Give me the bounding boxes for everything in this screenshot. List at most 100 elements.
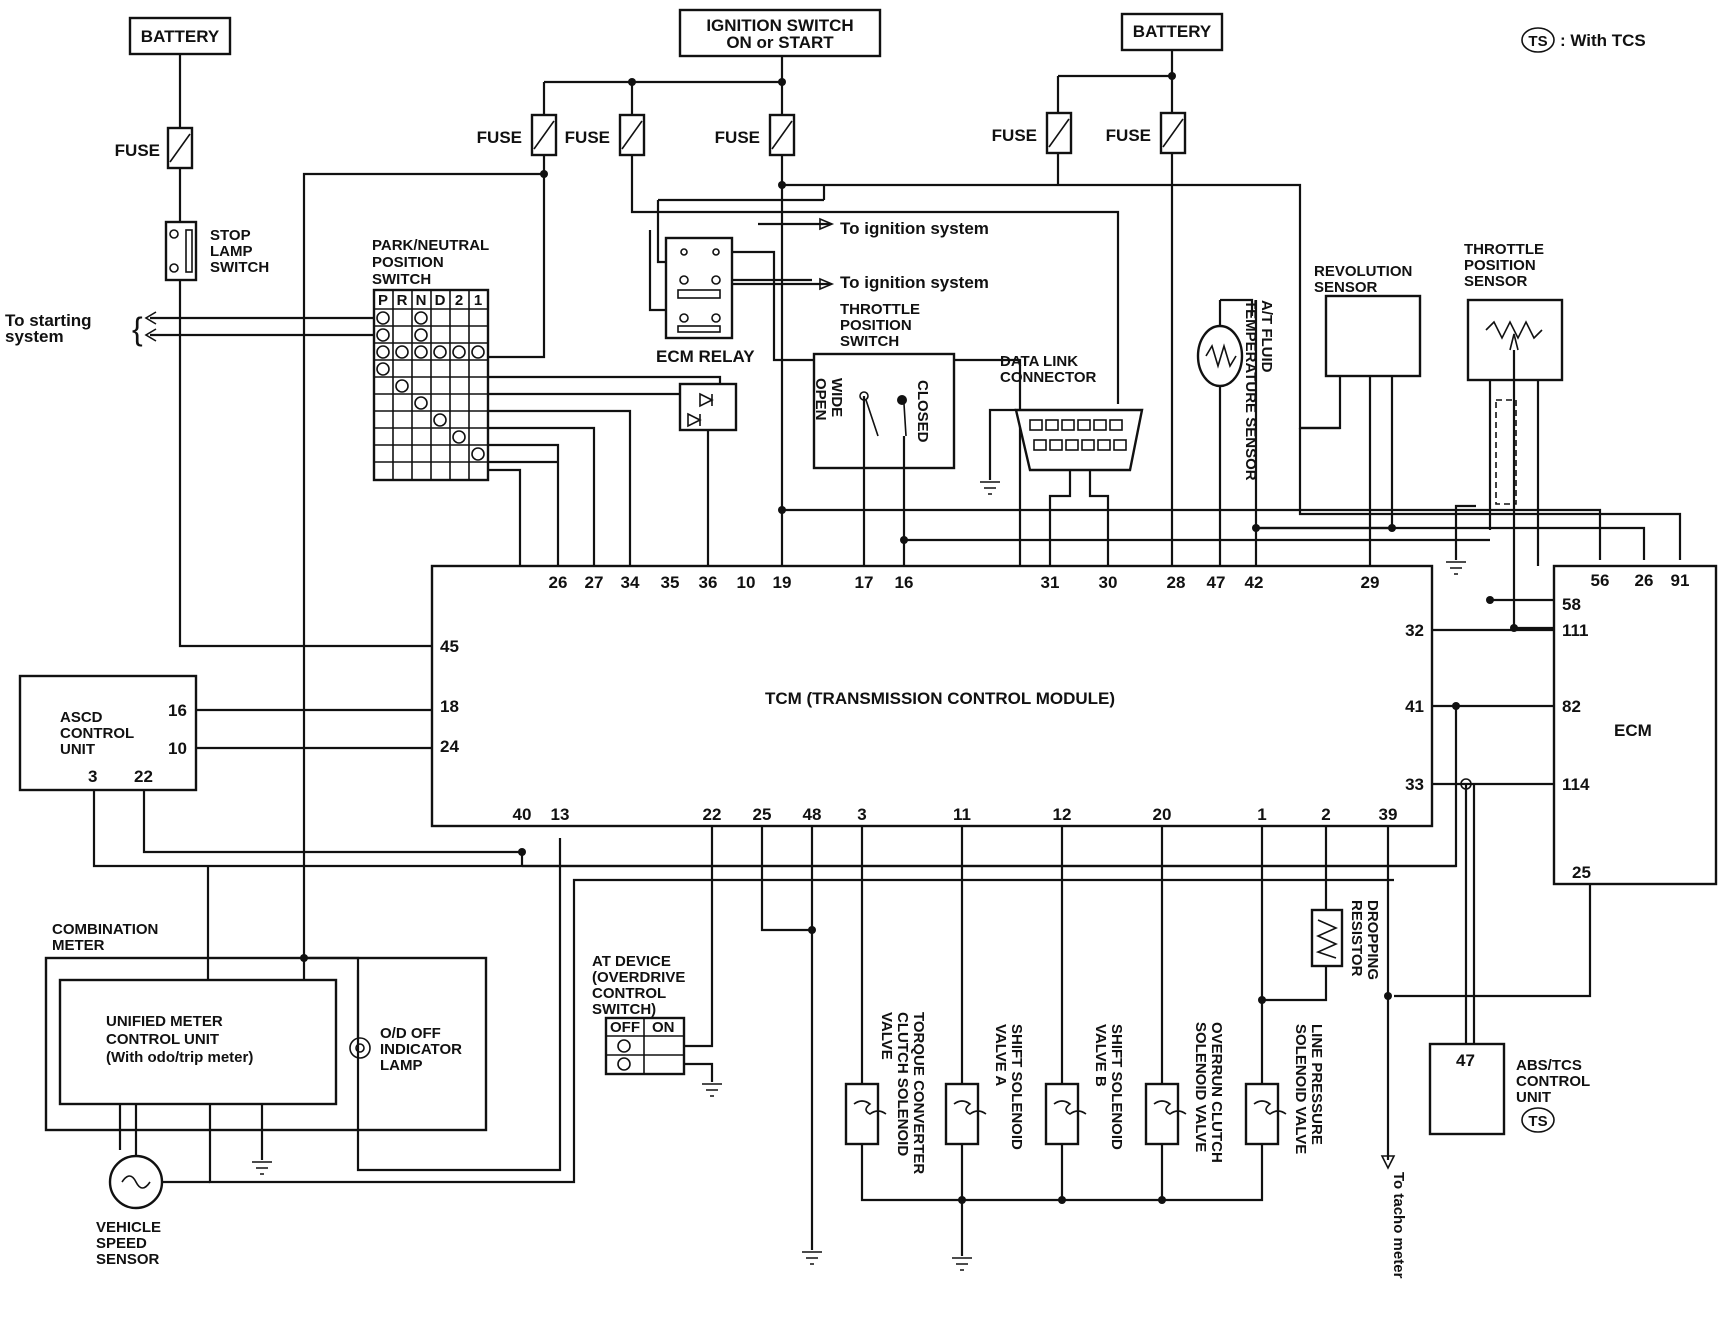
solenoid-torque-converter: TORQUE CONVERTER CLUTCH SOLENOID VALVE <box>844 1012 927 1174</box>
svg-text:CONTROL: CONTROL <box>592 985 666 1002</box>
svg-text:ECM RELAY: ECM RELAY <box>656 347 755 366</box>
battery-left: BATTERY <box>128 16 232 56</box>
svg-text:ON: ON <box>652 1019 675 1036</box>
svg-text:THROTTLE: THROTTLE <box>840 301 920 318</box>
combination-meter: COMBINATION METER UNIFIED METER CONTROL … <box>44 838 1394 1184</box>
ignition-switch: IGNITION SWITCH ON or START <box>678 8 882 58</box>
tcm-bottom-pins: 40 13 22 25 48 3 11 12 20 1 2 39 <box>513 805 1398 824</box>
svg-text:CONNECTOR: CONNECTOR <box>1000 369 1097 386</box>
svg-text:SENSOR: SENSOR <box>96 1251 160 1268</box>
svg-text:UNIFIED METER: UNIFIED METER <box>106 1013 223 1030</box>
svg-text:DATA LINK: DATA LINK <box>1000 353 1078 370</box>
svg-text:17: 17 <box>855 573 874 592</box>
svg-text:POSITION: POSITION <box>372 254 444 271</box>
svg-text:RESISTOR: RESISTOR <box>1348 900 1365 977</box>
fuse-stop-lamp: FUSE <box>115 126 194 170</box>
solenoid-line-pressure: LINE PRESSURE SOLENOID VALVE <box>1244 1024 1325 1154</box>
svg-text:32: 32 <box>1405 621 1424 640</box>
ecm: ECM 56 26 91 58 111 82 114 25 <box>1394 564 1718 998</box>
svg-text:35: 35 <box>661 573 680 592</box>
stop-lamp-switch: STOP LAMP SWITCH <box>164 220 269 282</box>
svg-text:STOP: STOP <box>210 227 251 244</box>
svg-text:47: 47 <box>1456 1051 1475 1070</box>
svg-text:ASCD: ASCD <box>60 709 103 726</box>
svg-text:SWITCH: SWITCH <box>210 259 269 276</box>
svg-text:28: 28 <box>1167 573 1186 592</box>
svg-text:CONTROL: CONTROL <box>60 725 134 742</box>
svg-text:OPEN: OPEN <box>812 378 829 421</box>
svg-text:AT DEVICE: AT DEVICE <box>592 953 671 970</box>
svg-text:16: 16 <box>168 701 187 720</box>
svg-text:24: 24 <box>440 737 459 756</box>
abs-tcs-control-unit: 47 ABS/TCS CONTROL UNIT TS <box>1428 784 1590 1136</box>
svg-text:111: 111 <box>1562 621 1589 640</box>
svg-text:FUSE: FUSE <box>992 126 1037 145</box>
svg-text:To ignition system: To ignition system <box>840 219 989 238</box>
svg-text:D: D <box>435 292 446 309</box>
park-neutral-switch: PARK/NEUTRAL POSITION SWITCH P R N D 2 1 <box>5 237 722 566</box>
tcm-label: TCM (TRANSMISSION CONTROL MODULE) <box>765 689 1115 708</box>
svg-text:1: 1 <box>474 292 482 309</box>
tcm: TCM (TRANSMISSION CONTROL MODULE) 26 27 … <box>430 564 1434 828</box>
data-link-connector: DATA LINK CONNECTOR <box>980 353 1144 566</box>
svg-text:26: 26 <box>1635 571 1654 590</box>
svg-text:11: 11 <box>953 805 971 824</box>
svg-text:2: 2 <box>1321 805 1330 824</box>
svg-text:30: 30 <box>1099 573 1118 592</box>
svg-text:22: 22 <box>703 805 722 824</box>
svg-text:To starting: To starting <box>5 311 92 330</box>
solenoid-shift-a: SHIFT SOLENOID VALVE A <box>944 1024 1025 1150</box>
svg-text:PARK/NEUTRAL: PARK/NEUTRAL <box>372 237 489 254</box>
svg-text:CLUTCH SOLENOID: CLUTCH SOLENOID <box>894 1012 911 1156</box>
fuse-ignition: FUSE <box>715 113 796 157</box>
pnp-diode-box <box>678 382 738 566</box>
svg-text:THROTTLE: THROTTLE <box>1464 241 1544 258</box>
battery-left-label: BATTERY <box>141 27 220 46</box>
ignition-label-1: IGNITION SWITCH <box>706 16 853 35</box>
svg-text:10: 10 <box>168 739 187 758</box>
svg-text:To ignition system: To ignition system <box>840 273 989 292</box>
junction-dots <box>300 72 1518 1204</box>
svg-text:FUSE: FUSE <box>1106 126 1151 145</box>
legend-symbol: TS <box>1528 33 1547 50</box>
svg-text:22: 22 <box>134 767 153 786</box>
svg-text:(OVERDRIVE: (OVERDRIVE <box>592 969 685 986</box>
svg-text:SHIFT SOLENOID: SHIFT SOLENOID <box>1008 1024 1025 1150</box>
ascd-control-unit: ASCD CONTROL UNIT 16 10 3 22 <box>18 674 1456 868</box>
svg-text:SENSOR: SENSOR <box>1314 279 1378 296</box>
fuses: FUSE FUSE FUSE FUSE FUSE FUSE <box>115 111 1187 170</box>
svg-text:TS: TS <box>1528 1113 1547 1130</box>
svg-text:58: 58 <box>1562 595 1581 614</box>
tcm-left-pins: 45 18 24 <box>440 637 459 756</box>
svg-text:FUSE: FUSE <box>565 128 610 147</box>
power-wires <box>178 50 1340 958</box>
svg-text:20: 20 <box>1153 805 1172 824</box>
svg-text:METER: METER <box>52 937 105 954</box>
svg-text:To tacho meter: To tacho meter <box>1390 1172 1407 1279</box>
svg-text:CONTROL UNIT: CONTROL UNIT <box>106 1031 219 1048</box>
svg-text:CLOSED: CLOSED <box>914 380 931 443</box>
svg-text:45: 45 <box>440 637 459 656</box>
svg-text:31: 31 <box>1041 573 1060 592</box>
battery-right-label: BATTERY <box>1133 22 1212 41</box>
svg-text:34: 34 <box>621 573 640 592</box>
svg-text:{: { <box>132 311 143 347</box>
svg-text:P: P <box>378 292 388 309</box>
at-fluid-temperature-sensor: A/T FLUID TEMPERATURE SENSOR <box>1196 298 1275 566</box>
svg-text:41: 41 <box>1405 697 1424 716</box>
tcm-right-pins: 32 41 33 <box>1405 621 1424 794</box>
svg-text:SWITCH: SWITCH <box>840 333 899 350</box>
svg-text:36: 36 <box>699 573 718 592</box>
svg-text:18: 18 <box>440 697 459 716</box>
svg-text:33: 33 <box>1405 775 1424 794</box>
svg-text:VALVE A: VALVE A <box>992 1024 1009 1086</box>
ignition-label-2: ON or START <box>726 33 834 52</box>
svg-text:DROPPING: DROPPING <box>1364 900 1381 980</box>
svg-text:VALVE: VALVE <box>878 1012 895 1060</box>
svg-text:10: 10 <box>737 573 756 592</box>
svg-text:INDICATOR: INDICATOR <box>380 1041 462 1058</box>
svg-text:OFF: OFF <box>610 1019 640 1036</box>
svg-text:LINE PRESSURE: LINE PRESSURE <box>1308 1024 1325 1145</box>
tacho-meter: To tacho meter <box>1380 826 1407 1279</box>
svg-text:POSITION: POSITION <box>1464 257 1536 274</box>
